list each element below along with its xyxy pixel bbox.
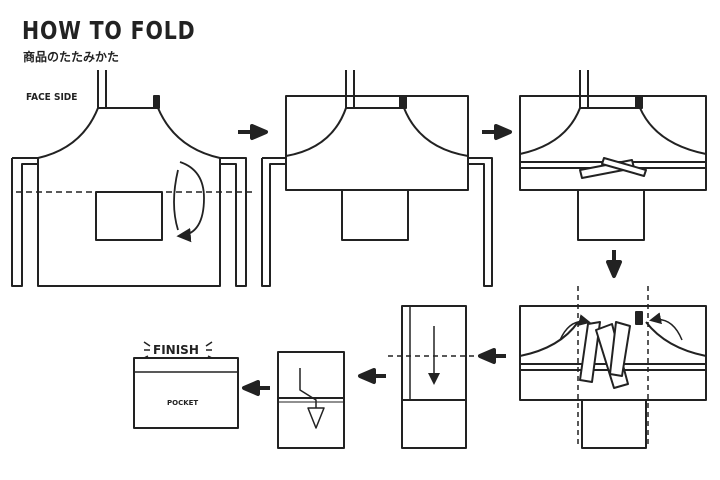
arrow-left-icon xyxy=(358,368,386,384)
step-6-fold-down xyxy=(277,351,345,449)
face-side-label: FACE SIDE xyxy=(26,92,78,103)
arrow-down-icon xyxy=(606,250,622,278)
step-2-fold-top-down xyxy=(261,70,493,287)
step-3-tuck-straps xyxy=(519,70,707,241)
pocket-label: POCKET xyxy=(167,399,198,407)
step-4-fold-sides-in xyxy=(519,286,707,449)
step-7-finish: FINISH POCKET xyxy=(133,341,239,429)
page-subtitle: 商品のたたみかた xyxy=(23,50,120,64)
finish-label: FINISH xyxy=(153,343,199,357)
arrow-left-icon xyxy=(242,380,270,396)
page-title: HOW TO FOLD xyxy=(22,16,196,45)
arrow-right-icon xyxy=(482,124,512,140)
step-5-fold-in-half xyxy=(388,305,480,449)
arrow-left-icon xyxy=(478,348,506,364)
arrow-right-icon xyxy=(238,124,268,140)
step-1-apron-face-side xyxy=(11,70,252,287)
